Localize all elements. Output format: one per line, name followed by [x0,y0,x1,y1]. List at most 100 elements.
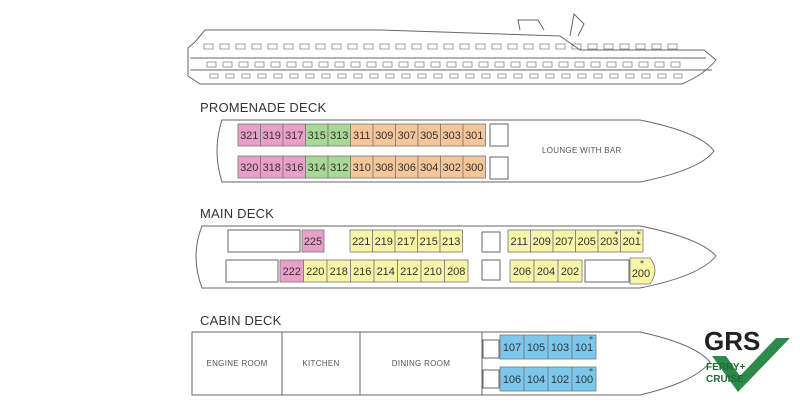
window-shape [350,61,361,68]
cabin-star-icon: * [589,335,593,344]
cabin-301: 301 [462,123,486,147]
window-shape [593,73,603,79]
cabin-box [499,366,525,392]
cabin-303: 303 [440,123,464,147]
window-shape [222,61,233,68]
cabin-219: 219 [372,229,396,253]
cabin-number: 100 [575,374,593,386]
main-stairs [481,231,501,281]
cabin-215: 215 [417,229,441,253]
cabin-201: 201* [620,229,644,253]
window-shape [577,73,587,79]
window-shape [507,43,518,50]
cabin-317: 317 [282,123,306,147]
window-shape [619,43,630,50]
cabin-100: 100* [571,366,597,392]
cabin-box [301,229,325,253]
window-shape [337,73,347,79]
window-shape [526,61,537,68]
cabin-207: 207 [552,229,576,253]
cabin-box [557,259,583,283]
window-shape [206,61,217,68]
cabin-box [462,155,486,179]
cabin-number: 210 [424,266,442,278]
window-shape [587,43,598,50]
window-shape [414,61,425,68]
window-shape [238,61,249,68]
window-shape [209,73,219,79]
window-shape [459,43,470,50]
window-shape [510,61,521,68]
window-shape [555,43,566,50]
window-shape [331,43,342,50]
cabin-number: 214 [377,266,395,278]
cabin-number: 222 [283,266,301,278]
lounge-label: LOUNGE WITH BAR [542,146,622,155]
cabin-number: 319 [263,130,281,142]
cabin-number: 207 [555,236,573,248]
cabin-number: 216 [353,266,371,278]
cabin-number: 307 [398,130,416,142]
window-shape [625,73,635,79]
window-shape [203,43,214,50]
cabin-box [439,229,463,253]
cabin-box [547,334,573,360]
main-deck-title: MAIN DECK [200,206,274,221]
window-shape [385,73,395,79]
cabin-number: 101 [575,342,593,354]
cabin-number: 218 [330,266,348,278]
cabin-102: 102 [547,366,573,392]
window-shape [494,61,505,68]
window-shape [395,43,406,50]
cabin-202: 202 [557,259,583,283]
cabin-deck-title: CABIN DECK [200,313,282,328]
cabin-box [547,366,573,392]
cabin-number: 104 [527,374,545,386]
cabin-302: 302 [440,155,464,179]
cabin-204: 204 [533,259,559,283]
window-shape [334,61,345,68]
cabin-number: 309 [375,130,393,142]
window-shape [369,73,379,79]
window-shape [270,61,281,68]
cabin-number: 204 [537,266,555,278]
cabin-star-icon: * [589,367,593,376]
window-shape [542,61,553,68]
cabin-number: 221 [352,236,370,248]
cabin-311: 311 [350,123,374,147]
window-shape [433,73,443,79]
window-shape [651,43,662,50]
window-shape [417,73,427,79]
window-shape [353,73,363,79]
cabin-309: 309 [372,123,396,147]
window-shape [657,73,667,79]
cabin-319: 319 [260,123,284,147]
cabin-number: 304 [420,162,438,174]
cabin-number: 314 [308,162,326,174]
cabin-number: 215 [420,236,438,248]
cabin-box [462,123,486,147]
window-shape [475,43,486,50]
dining-room-label: DINING ROOM [392,359,450,368]
cabin-number: 208 [447,266,465,278]
cabin-box [523,366,549,392]
window-shape [635,43,646,50]
window-shape [283,43,294,50]
window-shape [379,43,390,50]
cabin-205: 205 [575,229,599,253]
cabin-number: 206 [513,266,531,278]
window-shape [225,73,235,79]
cabin-218: 218 [326,259,351,283]
promenade-stairs [489,123,509,180]
ship-funnel [517,19,545,31]
cabin-number: 321 [240,130,258,142]
cabin-300: 300 [462,155,486,179]
ship-profile [187,12,717,85]
cabin-222: 222 [279,259,304,283]
window-shape [606,61,617,68]
cabin-208: 208 [444,259,469,283]
cabin-box [444,259,469,283]
promenade-deck-outline [216,119,715,183]
